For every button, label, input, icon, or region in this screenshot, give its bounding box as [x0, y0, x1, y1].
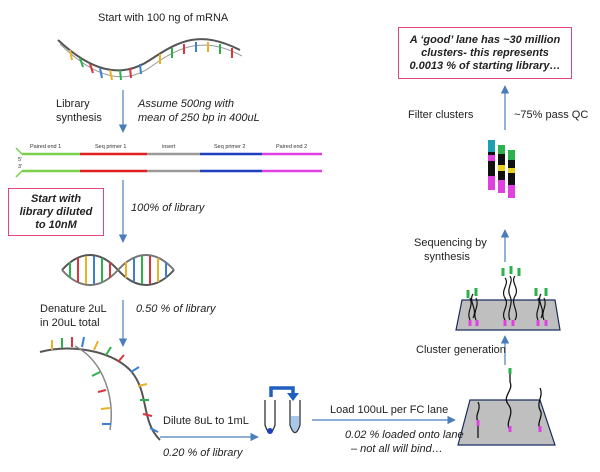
segment-label-insert: insert: [162, 144, 176, 150]
strand-end-3prime: 3’: [18, 164, 23, 170]
double-helix-icon: [61, 254, 175, 286]
good-lane-line3: 0.0013 % of starting library…: [409, 59, 561, 72]
pct-050-label: 0.50 % of library: [136, 303, 216, 315]
flowcell-clusters: [455, 266, 561, 331]
pct-100-label: 100% of library: [131, 202, 205, 214]
segment-label-paired-end-2: Paired end 2: [276, 144, 308, 150]
tubes-icon: [264, 386, 301, 434]
good-lane-line2: clusters- this represents: [421, 46, 549, 59]
good-lane-box: A ‘good’ lane has ~30 million clusters- …: [398, 27, 572, 79]
segment-label-paired-end-1: Paired end 1: [30, 144, 62, 150]
dilute-label: Dilute 8uL to 1mL: [163, 415, 249, 427]
single-strand-icon: [39, 336, 161, 441]
start-diluted-line1: Start with: [30, 192, 82, 205]
library-synthesis-label-line1: Library: [56, 98, 90, 110]
assume-label-line1: Assume 500ng with: [138, 98, 234, 110]
strand-end-5prime: 5’: [18, 157, 23, 163]
pct-020-label: 0.20 % of library: [163, 447, 243, 459]
filter-clusters-label: Filter clusters: [408, 109, 474, 121]
assume-label-line2: mean of 250 bp in 400uL: [138, 112, 260, 124]
sequenced-reads-icon: [488, 140, 515, 198]
pass-qc-label: ~75% pass QC: [514, 109, 589, 121]
loaded-label-line2: – not all will bind…: [351, 443, 443, 455]
mrna-strand-icon: [57, 38, 243, 81]
flowcell-bottom: [457, 368, 556, 446]
loaded-label-line1: 0.02 % loaded onto lane: [345, 429, 464, 441]
start-diluted-line3: to 10nM: [35, 218, 77, 231]
library-synthesis-label-line2: synthesis: [56, 112, 102, 124]
start-diluted-box: Start with library diluted to 10nM: [8, 188, 104, 236]
load-label: Load 100uL per FC lane: [330, 404, 449, 416]
denature-label-line2: in 20uL total: [40, 317, 100, 329]
library-construct: [15, 147, 322, 178]
segment-label-seq-primer-2: Seq primer 2: [214, 144, 246, 150]
sequencing-label-line2: synthesis: [424, 251, 470, 263]
good-lane-line1: A ‘good’ lane has ~30 million: [409, 33, 561, 46]
start-diluted-line2: library diluted: [19, 205, 93, 218]
denature-label-line1: Denature 2uL: [40, 303, 107, 315]
sequencing-label-line1: Sequencing by: [414, 237, 487, 249]
start-mrna-label: Start with 100 ng of mRNA: [98, 12, 229, 24]
segment-label-seq-primer-1: Seq primer 1: [95, 144, 127, 150]
cluster-generation-label: Cluster generation: [416, 344, 506, 356]
